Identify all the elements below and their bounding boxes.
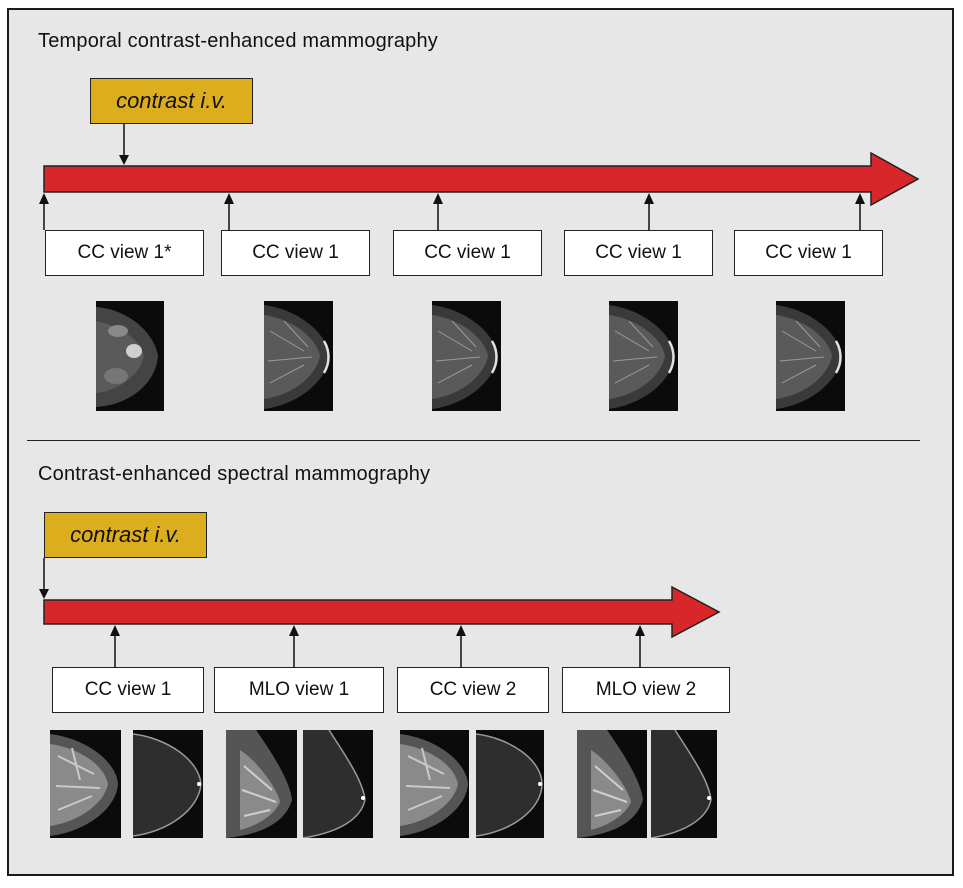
temporal-view-label: CC view 1 bbox=[393, 230, 542, 276]
mammogram-thumbnail bbox=[264, 301, 333, 411]
spectral-view-pointer bbox=[289, 625, 299, 667]
recombined-mammogram-thumbnail bbox=[651, 730, 717, 838]
spectral-view-label: CC view 1 bbox=[52, 667, 204, 713]
spectral-timeline-arrow bbox=[43, 585, 721, 639]
spectral-view-pointer bbox=[635, 625, 645, 667]
temporal-view-label: CC view 1* bbox=[45, 230, 204, 276]
temporal-view-label: CC view 1 bbox=[564, 230, 713, 276]
mammogram-thumbnail-precontrast bbox=[96, 301, 164, 411]
low-energy-mammogram-thumbnail bbox=[577, 730, 647, 838]
temporal-section-title: Temporal contrast-enhanced mammography bbox=[38, 30, 439, 52]
mammogram-thumbnail bbox=[609, 301, 678, 411]
recombined-mammogram-thumbnail bbox=[303, 730, 373, 838]
temporal-view-pointer bbox=[39, 193, 49, 230]
spectral-view-label: MLO view 1 bbox=[214, 667, 384, 713]
temporal-view-label: CC view 1 bbox=[221, 230, 370, 276]
mammogram-thumbnail bbox=[432, 301, 501, 411]
spectral-contrast-box: contrast i.v. bbox=[44, 512, 207, 558]
section-divider bbox=[27, 440, 920, 441]
temporal-contrast-pointer bbox=[119, 124, 129, 165]
spectral-view-label: CC view 2 bbox=[397, 667, 549, 713]
temporal-view-pointer bbox=[855, 193, 865, 230]
recombined-mammogram-thumbnail bbox=[476, 730, 544, 838]
temporal-view-label: CC view 1 bbox=[734, 230, 883, 276]
spectral-view-pointer bbox=[456, 625, 466, 667]
temporal-view-pointer bbox=[644, 193, 654, 230]
spectral-view-pointer bbox=[110, 625, 120, 667]
temporal-view-pointer bbox=[224, 193, 234, 230]
temporal-timeline-arrow bbox=[43, 151, 920, 207]
spectral-view-label: MLO view 2 bbox=[562, 667, 730, 713]
mammogram-thumbnail bbox=[776, 301, 845, 411]
temporal-contrast-box: contrast i.v. bbox=[90, 78, 253, 124]
low-energy-mammogram-thumbnail bbox=[50, 730, 121, 838]
recombined-mammogram-thumbnail bbox=[133, 730, 203, 838]
spectral-section-title: Contrast-enhanced spectral mammography bbox=[38, 463, 431, 485]
low-energy-mammogram-thumbnail bbox=[226, 730, 297, 838]
spectral-contrast-pointer bbox=[39, 558, 49, 599]
low-energy-mammogram-thumbnail bbox=[400, 730, 469, 838]
temporal-view-pointer bbox=[433, 193, 443, 230]
